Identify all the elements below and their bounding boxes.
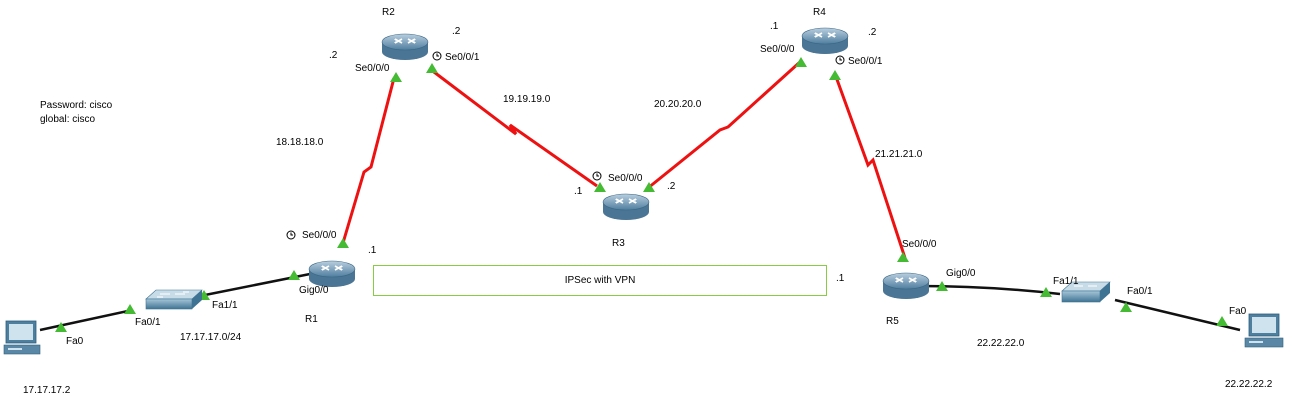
clock-icon xyxy=(432,51,442,61)
port-label: Se0/0/0 xyxy=(302,230,337,241)
port-address: .1 xyxy=(368,245,377,256)
network-label: 22.22.22.0 xyxy=(977,338,1025,349)
device-label-r4: R4 xyxy=(813,7,826,18)
router-icon xyxy=(308,260,356,288)
router-r1[interactable] xyxy=(308,260,356,288)
port-address: .2 xyxy=(667,181,676,192)
network-label: 18.18.18.0 xyxy=(276,137,324,148)
port-address: .2 xyxy=(452,26,461,37)
port-address: .1 xyxy=(574,186,583,197)
port-label: Se0/0/1 xyxy=(445,52,480,63)
port-label: Fa1/1 xyxy=(1053,276,1079,287)
router-r2[interactable] xyxy=(381,33,429,61)
password-note: Password: cisco xyxy=(40,100,113,111)
router-icon xyxy=(801,27,849,55)
port-label: Se0/0/1 xyxy=(848,56,883,67)
port-up-indicator xyxy=(390,72,402,82)
port-label: Fa0/1 xyxy=(135,317,161,328)
port-label: Se0/0/0 xyxy=(902,239,937,250)
link-r1-r2[interactable] xyxy=(341,77,396,244)
clock-icon xyxy=(592,171,602,181)
port-up-indicator xyxy=(594,182,606,192)
link-pc1-sw1[interactable] xyxy=(39,309,129,332)
network-label: 19.19.19.0 xyxy=(503,94,551,105)
port-up-indicator xyxy=(936,281,948,291)
port-address: .2 xyxy=(868,27,877,38)
port-up-indicator xyxy=(643,182,655,192)
clock-icon xyxy=(286,230,296,240)
switch-sw2[interactable] xyxy=(1061,281,1111,303)
port-up-indicator xyxy=(426,63,438,73)
network-label: 17.17.17.0/24 xyxy=(180,332,242,343)
clock-icon xyxy=(835,55,845,65)
vpn-annotation-box[interactable]: IPSec with VPN xyxy=(373,265,827,296)
network-label: 20.20.20.0 xyxy=(654,99,702,110)
router-icon xyxy=(602,193,650,221)
port-label: Fa0 xyxy=(1229,306,1247,317)
pc-right[interactable] xyxy=(1244,313,1284,348)
port-label: Gig0/0 xyxy=(299,285,329,296)
port-label: Se0/0/0 xyxy=(760,44,795,55)
host-ip-right: 22.22.22.2 xyxy=(1225,379,1273,390)
port-up-indicator xyxy=(55,322,67,332)
router-icon xyxy=(882,272,930,300)
port-label: Fa0 xyxy=(66,336,84,347)
pc-left[interactable] xyxy=(3,320,41,355)
port-up-indicator xyxy=(1216,316,1228,326)
router-icon xyxy=(381,33,429,61)
port-label: Se0/0/0 xyxy=(608,173,643,184)
port-up-indicator xyxy=(288,270,300,280)
link-r3-r4[interactable] xyxy=(647,60,802,190)
port-up-indicator xyxy=(829,70,841,80)
port-up-indicator xyxy=(1120,302,1132,312)
device-label-r5: R5 xyxy=(886,316,899,327)
port-address: .1 xyxy=(770,21,779,32)
port-address: .1 xyxy=(836,273,845,284)
router-r5[interactable] xyxy=(882,272,930,300)
port-address: .2 xyxy=(329,50,338,61)
device-label-r1: R1 xyxy=(305,314,318,325)
port-up-indicator xyxy=(795,57,807,67)
serial-links xyxy=(341,60,907,259)
device-label-r2: R2 xyxy=(382,7,395,18)
switch-sw1[interactable] xyxy=(145,289,203,310)
link-r2-r3[interactable] xyxy=(429,67,598,188)
port-label: Se0/0/0 xyxy=(355,63,390,74)
router-r3[interactable] xyxy=(602,193,650,221)
port-label: Gig0/0 xyxy=(946,268,976,279)
port-up-indicator xyxy=(1040,287,1052,297)
clock-icons xyxy=(286,51,845,240)
router-r4[interactable] xyxy=(801,27,849,55)
port-label: Fa0/1 xyxy=(1127,286,1153,297)
network-label: 21.21.21.0 xyxy=(875,149,923,160)
link-r4-r5[interactable] xyxy=(833,73,907,259)
vpn-label: IPSec with VPN xyxy=(564,275,636,286)
port-up-indicator xyxy=(124,304,136,314)
port-up-indicator xyxy=(897,252,909,262)
credentials-note: Password: cisco global: cisco xyxy=(40,99,112,127)
port-label: Fa1/1 xyxy=(212,300,238,311)
port-up-indicator xyxy=(337,238,349,248)
device-label-r3: R3 xyxy=(612,238,625,249)
global-note: global: cisco xyxy=(40,114,96,125)
host-ip-left: 17.17.17.2 xyxy=(23,385,71,396)
